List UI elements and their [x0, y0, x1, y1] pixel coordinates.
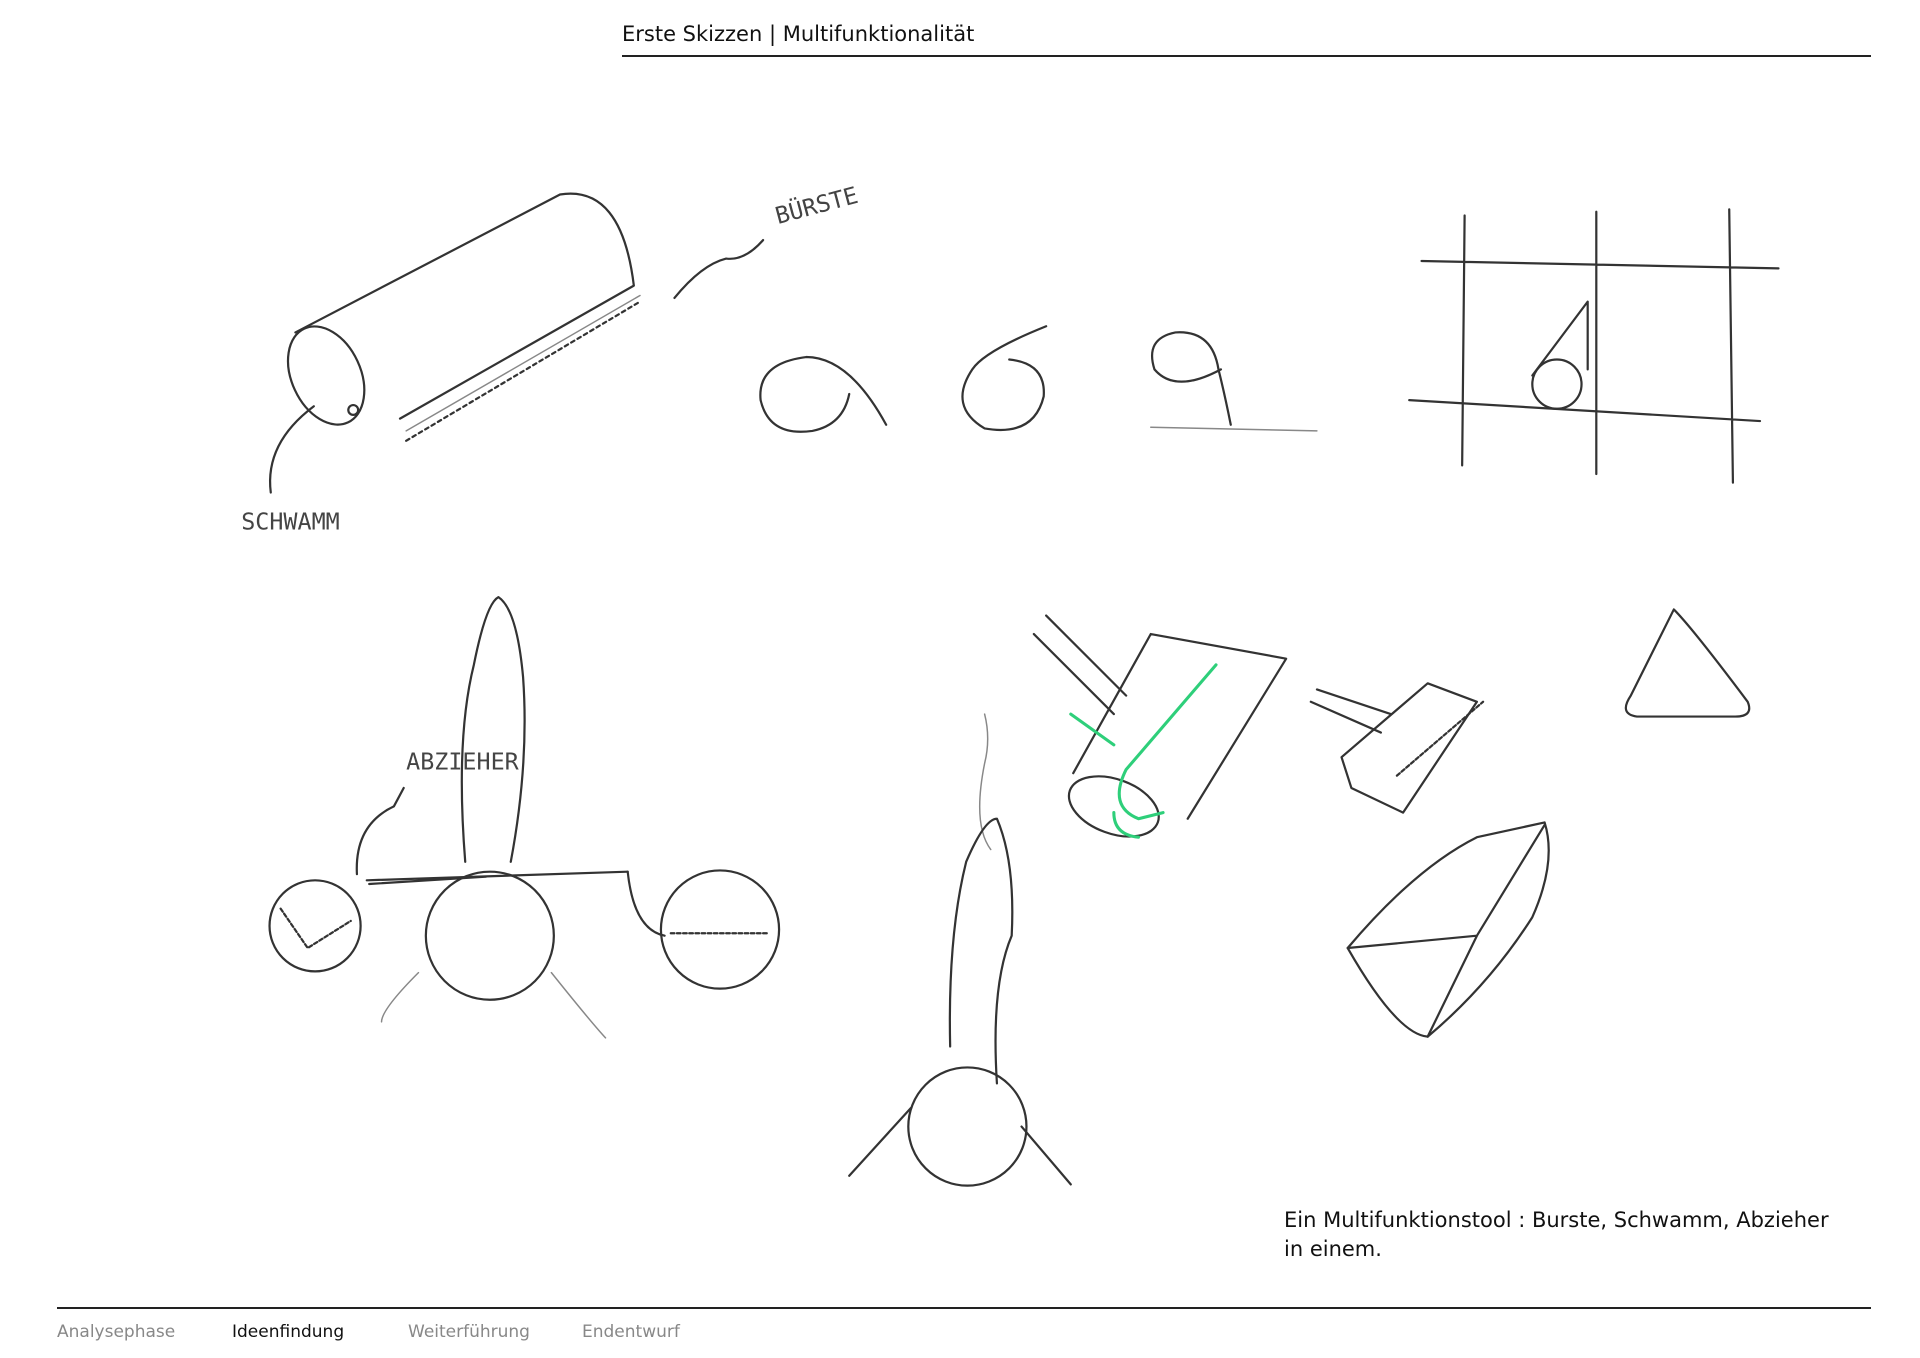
- nav-ideenfindung[interactable]: Ideenfindung: [232, 1322, 345, 1342]
- nav-analysephase[interactable]: Analysephase: [57, 1322, 176, 1342]
- caption-line-2: in einem.: [1284, 1237, 1382, 1261]
- profile-sketches: [759, 325, 1318, 433]
- caption: Ein Multifunktionstool : Burste, Schwamm…: [1284, 1206, 1829, 1264]
- page-title: Erste Skizzen | Multifunktionalität: [622, 22, 975, 46]
- roller-sketch: SCHWAMM BÜRSTE: [241, 181, 861, 535]
- sponge-tool-sketch: [848, 713, 1072, 1187]
- nav-weiterfuehrung[interactable]: Weiterführung: [408, 1322, 530, 1342]
- header-divider: [622, 55, 1871, 57]
- angled-roller-sketch: [1032, 614, 1288, 839]
- block-sketch: [1346, 821, 1550, 1038]
- footer-divider: [57, 1307, 1871, 1309]
- brush-label: BÜRSTE: [772, 181, 861, 230]
- squeegee-tool-sketch: ABZIEHER: [268, 596, 781, 1039]
- caption-line-1: Ein Multifunktionstool : Burste, Schwamm…: [1284, 1208, 1829, 1232]
- nav-endentwurf[interactable]: Endentwurf: [582, 1322, 680, 1342]
- sponge-label: SCHWAMM: [241, 507, 339, 535]
- squeegee-label: ABZIEHER: [406, 747, 519, 775]
- brush-head-sketch: [1309, 682, 1485, 814]
- grid-sketch: [1408, 208, 1780, 484]
- triangle-sketch: [1624, 608, 1751, 718]
